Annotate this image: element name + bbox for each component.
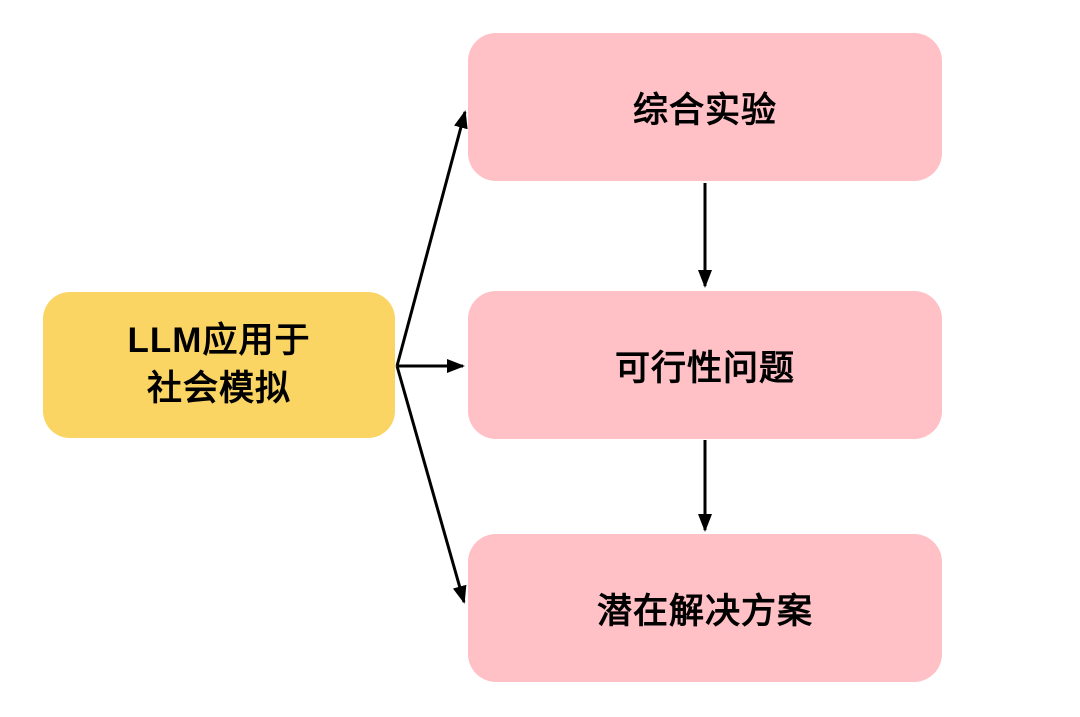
node-label: LLM应用于 社会模拟: [127, 320, 311, 408]
node-llm-social-simulation: LLM应用于 社会模拟: [43, 292, 395, 438]
node-label: 潜在解决方案: [596, 591, 813, 631]
arrow-root-to-solutions-icon: [395, 365, 467, 604]
node-potential-solutions: 潜在解决方案: [468, 534, 942, 682]
arrow-root-to-experiments-icon: [395, 110, 468, 367]
node-label: 综合实验: [632, 90, 777, 130]
node-label: 可行性问题: [614, 348, 795, 388]
node-comprehensive-experiments: 综合实验: [468, 33, 942, 181]
node-feasibility-issues: 可行性问题: [468, 291, 942, 439]
